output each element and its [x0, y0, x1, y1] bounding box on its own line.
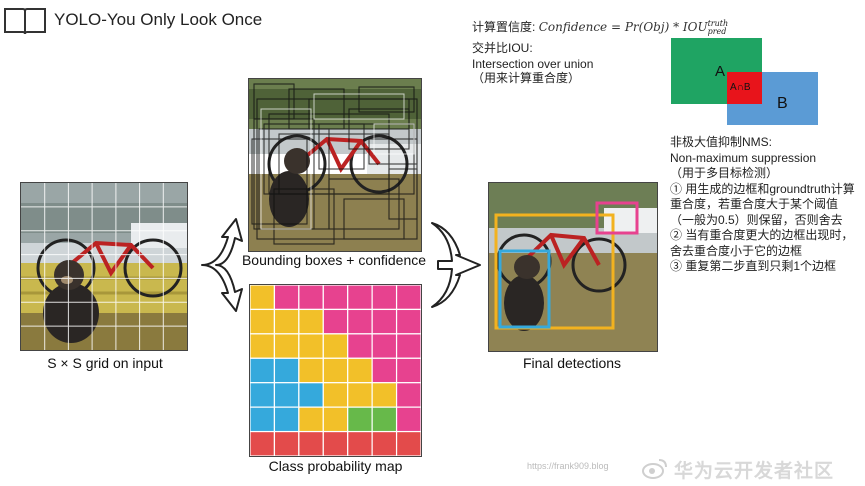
class-cell-magenta — [347, 333, 373, 359]
iou-explanation: （用来计算重合度） — [472, 71, 581, 85]
class-cell-green — [371, 406, 398, 433]
class-cell-green — [347, 406, 373, 433]
bounding-boxes-image — [248, 78, 422, 252]
class-cell-magenta — [371, 285, 398, 311]
bounding-box-overlay — [251, 83, 418, 245]
nms-line: Non-maximum suppression — [670, 150, 817, 165]
class-cell-yellow — [250, 333, 276, 359]
class-cell-magenta — [273, 285, 300, 311]
merge-arrow-icon — [431, 222, 481, 308]
class-cell-red — [298, 430, 324, 456]
iou-title: 交并比IOU: — [472, 41, 533, 55]
class-probability-map — [249, 284, 422, 457]
bicycle-detection-box — [494, 213, 615, 330]
intersection-box — [727, 72, 762, 104]
class-cell-yellow — [322, 382, 349, 408]
class-cell-magenta — [298, 285, 324, 311]
split-arrow-icon — [201, 218, 243, 312]
class-cell-yellow — [322, 333, 349, 359]
class-cell-magenta — [395, 333, 421, 359]
class-cell-yellow — [322, 406, 349, 433]
class-cell-magenta — [395, 406, 421, 433]
class-cell-magenta — [395, 357, 421, 384]
class-map-cells — [250, 285, 421, 456]
class-cell-magenta — [322, 285, 349, 311]
grid-caption: S × S grid on input — [47, 355, 163, 371]
class-cell-red — [347, 430, 373, 456]
class-cell-yellow — [371, 382, 398, 408]
class-cell-yellow — [273, 308, 300, 335]
final-caption: Final detections — [522, 355, 622, 371]
label-a: A — [715, 63, 726, 80]
label-b: B — [777, 95, 788, 112]
detection-boxes — [494, 201, 639, 330]
class-cell-blue — [298, 382, 324, 408]
class-cell-blue — [273, 382, 300, 408]
dog-detection-box — [498, 249, 551, 329]
brand-watermark: 华为云开发者社区 — [674, 461, 835, 482]
class-cell-yellow — [347, 382, 373, 408]
class-cell-blue — [250, 357, 276, 384]
class-cell-yellow — [298, 406, 324, 433]
class-cell-blue — [250, 406, 276, 433]
class-cell-red — [395, 430, 421, 456]
class-cell-red — [250, 430, 276, 456]
class-cell-magenta — [395, 308, 421, 335]
formula-subscript: pred — [707, 26, 727, 36]
nms-line: （用于多目标检测） — [670, 166, 779, 180]
class-cell-magenta — [322, 308, 349, 335]
class-cell-yellow — [298, 333, 324, 359]
class-cell-yellow — [322, 357, 349, 384]
class-cell-blue — [273, 406, 300, 433]
confidence-label: 计算置信度: — [472, 20, 536, 34]
class-cell-yellow — [250, 285, 276, 311]
nms-line: （一般为0.5）则保留，否则舍去 — [670, 212, 843, 227]
grid-overlay — [21, 183, 187, 350]
class-cell-magenta — [395, 285, 421, 311]
class-cell-yellow — [298, 308, 324, 335]
class-cell-red — [322, 430, 349, 456]
weibo-icon — [642, 459, 667, 479]
class-cell-yellow — [273, 333, 300, 359]
book-icon — [4, 8, 46, 35]
class-cell-red — [371, 430, 398, 456]
boxes-caption: Bounding boxes + confidence — [241, 252, 427, 268]
class-cell-magenta — [371, 308, 398, 335]
class-cell-blue — [250, 382, 276, 408]
class-cell-red — [273, 430, 300, 456]
grid-input-image — [20, 182, 188, 351]
watermark-url: https://frank909.blog — [527, 461, 609, 471]
class-cell-yellow — [250, 308, 276, 335]
class-cell-magenta — [395, 382, 421, 408]
class-cell-magenta — [371, 333, 398, 359]
class-map-caption: Class probability map — [268, 458, 403, 474]
nms-line: 重合度，若重合度大于某个阈值 — [670, 197, 839, 211]
page-title: YOLO-You Only Look Once — [54, 10, 263, 29]
class-cell-yellow — [298, 357, 324, 384]
class-cell-magenta — [371, 357, 398, 384]
class-cell-blue — [273, 357, 300, 384]
car-detection-box — [595, 201, 639, 235]
class-cell-magenta — [347, 285, 373, 311]
class-cell-yellow — [347, 357, 373, 384]
nms-line: 舍去重合度小于它的边框 — [670, 243, 803, 258]
confidence-formula-main: Confidence = Pr(Obj) * IOU — [538, 20, 708, 34]
class-cell-magenta — [347, 308, 373, 335]
nms-line: 非极大值抑制NMS: — [670, 135, 773, 149]
iou-diagram: A A∩B B — [670, 37, 820, 127]
nms-line: ② 当有重合度更大的边框出现时， — [670, 228, 854, 242]
nms-line: ③ 重复第二步直到只剩1个边框 — [670, 259, 837, 273]
iou-english: Intersection over union — [472, 57, 594, 71]
formula-superscript: truth — [707, 18, 729, 28]
final-detections-image — [488, 182, 658, 352]
nms-line: ① 用生成的边框和groundtruth计算 — [670, 181, 855, 196]
label-intersection: A∩B — [730, 82, 751, 93]
